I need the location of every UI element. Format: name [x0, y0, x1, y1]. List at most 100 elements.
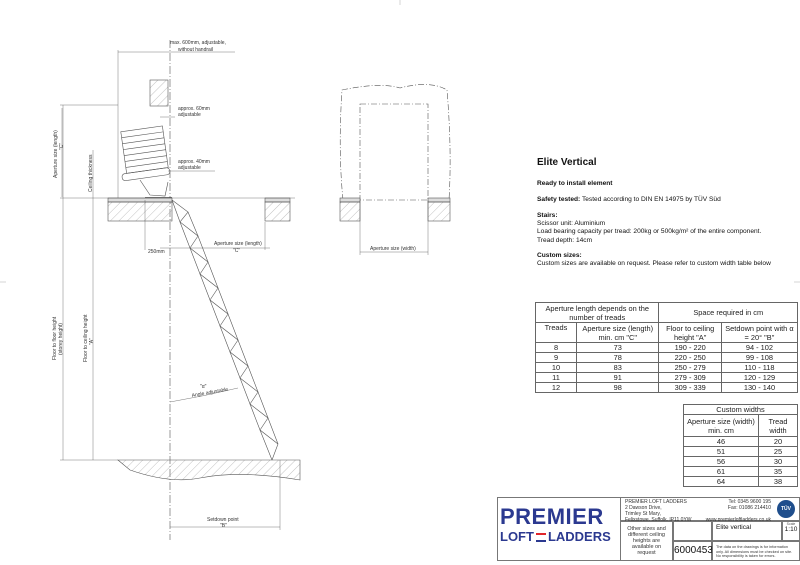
table-cell: 78 — [575, 352, 660, 363]
treads-table: Aperture length depends on the number of… — [534, 302, 799, 393]
custom-widths-table: Custom widths Aperture size (width) min.… — [683, 404, 798, 487]
table-cell: 250 - 279 — [658, 362, 722, 373]
website: www.premierloftladders.co.uk — [705, 517, 771, 523]
table-cell: 279 - 309 — [658, 372, 722, 383]
drawing-number: 6000453 — [673, 541, 713, 561]
company-name: PREMIER LOFT LADDERS — [625, 499, 687, 505]
stairs-line: Load bearing capacity per tread: 200kg o… — [537, 228, 762, 236]
custom-label: Custom sizes: — [537, 252, 582, 259]
table-cell: 120 - 129 — [720, 372, 799, 383]
safety-label: Safety tested: — [537, 196, 581, 203]
table-cell: 99 - 108 — [720, 352, 799, 363]
address-line: Felixstowe, Suffolk. IP11 0YW — [625, 517, 692, 523]
logo-bars-icon — [535, 532, 546, 542]
drawing-labels: max. 600mm, adjustable, without handrail… — [52, 40, 416, 529]
logo-bottom: LOFT LADDERS — [500, 529, 618, 545]
label-floor-to-floor: Floor to floor height — [52, 316, 58, 360]
table-cell: 98 — [575, 382, 660, 393]
logo-top: PREMIER — [500, 504, 604, 529]
stairs-line: Scissor unit: Aluminium — [537, 220, 606, 228]
spec-custom: Custom sizes: Custom sizes are available… — [537, 252, 771, 268]
label-floor-to-ceiling-a: "A" — [89, 338, 95, 345]
spec-safety: Safety tested: Tested according to DIN E… — [537, 196, 721, 204]
fax: Fax: 01086 214410 — [727, 505, 771, 511]
table-cell: 73 — [575, 342, 660, 353]
header-cell: Tread width — [758, 414, 798, 437]
label-approx-60-2: adjustable — [178, 112, 201, 118]
table-cell: 190 - 220 — [658, 342, 722, 353]
stairs-label: Stairs: — [537, 212, 558, 219]
logo-loft: LOFT — [500, 529, 534, 544]
scale-label: Scale — [786, 522, 796, 526]
custom-widths-title: Custom widths — [683, 404, 798, 415]
table-cell: 38 — [758, 476, 798, 487]
label-aperture-length-c: "C" — [233, 248, 240, 254]
other-sizes-note: Other sizes and different ceiling height… — [620, 521, 673, 561]
label-aperture-length-side-c: "C" — [59, 143, 65, 150]
front-view — [339, 84, 451, 255]
tuv-logo-icon: TÜV — [777, 500, 795, 518]
label-max-width: max. 600mm, adjustable, — [170, 40, 226, 46]
table-cell: 46 — [683, 436, 759, 447]
table-cell: 51 — [683, 446, 759, 457]
table-cell: 110 - 118 — [720, 362, 799, 373]
label-setdown-b: "B" — [220, 523, 227, 529]
stairs-line: Tread depth: 14cm — [537, 236, 593, 244]
table-cell: 20 — [758, 436, 798, 447]
header-cell: Treads — [535, 322, 577, 343]
table-cell: 309 - 339 — [658, 382, 722, 393]
spec-ready: Ready to install element — [537, 180, 613, 187]
label-setdown: Setdown point — [207, 517, 239, 523]
table-cell: 10 — [535, 362, 577, 373]
header-group-right: Space required in cm — [658, 302, 798, 323]
label-aperture-width: Aperture size (width) — [370, 246, 416, 252]
header-cell: Aperture size (width) min. cm — [683, 414, 759, 437]
drawing-title: Elite vertical — [712, 521, 782, 541]
label-approx-60: approx. 60mm — [178, 106, 210, 112]
spec-title: Elite Vertical — [537, 157, 597, 168]
label-alpha: "α" — [200, 384, 207, 390]
header-group-left: Aperture length depends on the number of… — [534, 302, 660, 323]
table-cell: 94 - 102 — [720, 342, 799, 353]
label-approx-40: approx. 40mm — [178, 159, 210, 165]
label-250mm: 250mm — [148, 249, 165, 255]
table-cell: 220 - 250 — [658, 352, 722, 363]
address-line: 2 Dawson Drive, — [625, 505, 662, 511]
address-line: Trimley St Mary, — [625, 511, 661, 517]
header-cell: Floor to ceiling height "A" — [658, 322, 722, 343]
company-logo: PREMIER LOFT LADDERS — [500, 505, 618, 545]
label-aperture-length-side: Aperture size (length) — [53, 130, 59, 178]
table-cell: 35 — [758, 466, 798, 477]
revision-table — [673, 521, 712, 541]
label-floor-to-floor-2: (storey height) — [58, 323, 64, 355]
table-cell: 83 — [575, 362, 660, 373]
company-info: PREMIER LOFT LADDERS 2 Dawson Drive, Tri… — [620, 497, 800, 523]
tel: Tel: 0345 9600 195 — [728, 499, 771, 505]
table-cell: 8 — [535, 342, 577, 353]
label-floor-to-ceiling: Floor to ceiling height — [83, 314, 89, 362]
table-cell: 9 — [535, 352, 577, 363]
header-cell: Setdown point with α = 20° "B" — [720, 322, 799, 343]
label-approx-40-2: adjustable — [178, 165, 201, 171]
spec-stairs: Stairs: Scissor unit: Aluminium Load bea… — [537, 212, 761, 245]
company-address-block: PREMIER LOFT LADDERS 2 Dawson Drive, Tri… — [625, 499, 692, 523]
label-angle-adjustable: Angle adjustable — [191, 387, 229, 399]
contact-block: Tel: 0345 9600 195 Fax: 01086 214410 www… — [706, 499, 771, 523]
table-cell: 64 — [683, 476, 759, 487]
table-cell: 11 — [535, 372, 577, 383]
header-cell: Aperture size (length) min. cm "C" — [575, 322, 660, 343]
custom-text: Custom sizes are available on request. P… — [537, 260, 771, 268]
scale-value: 1:10 — [784, 526, 798, 533]
label-aperture-length: Aperture size (length) — [214, 241, 262, 247]
table-cell: 30 — [758, 456, 798, 467]
side-view — [60, 40, 301, 540]
label-max-width-2: without handrail — [178, 47, 213, 53]
scale-box: Scale 1:10 — [782, 521, 800, 541]
